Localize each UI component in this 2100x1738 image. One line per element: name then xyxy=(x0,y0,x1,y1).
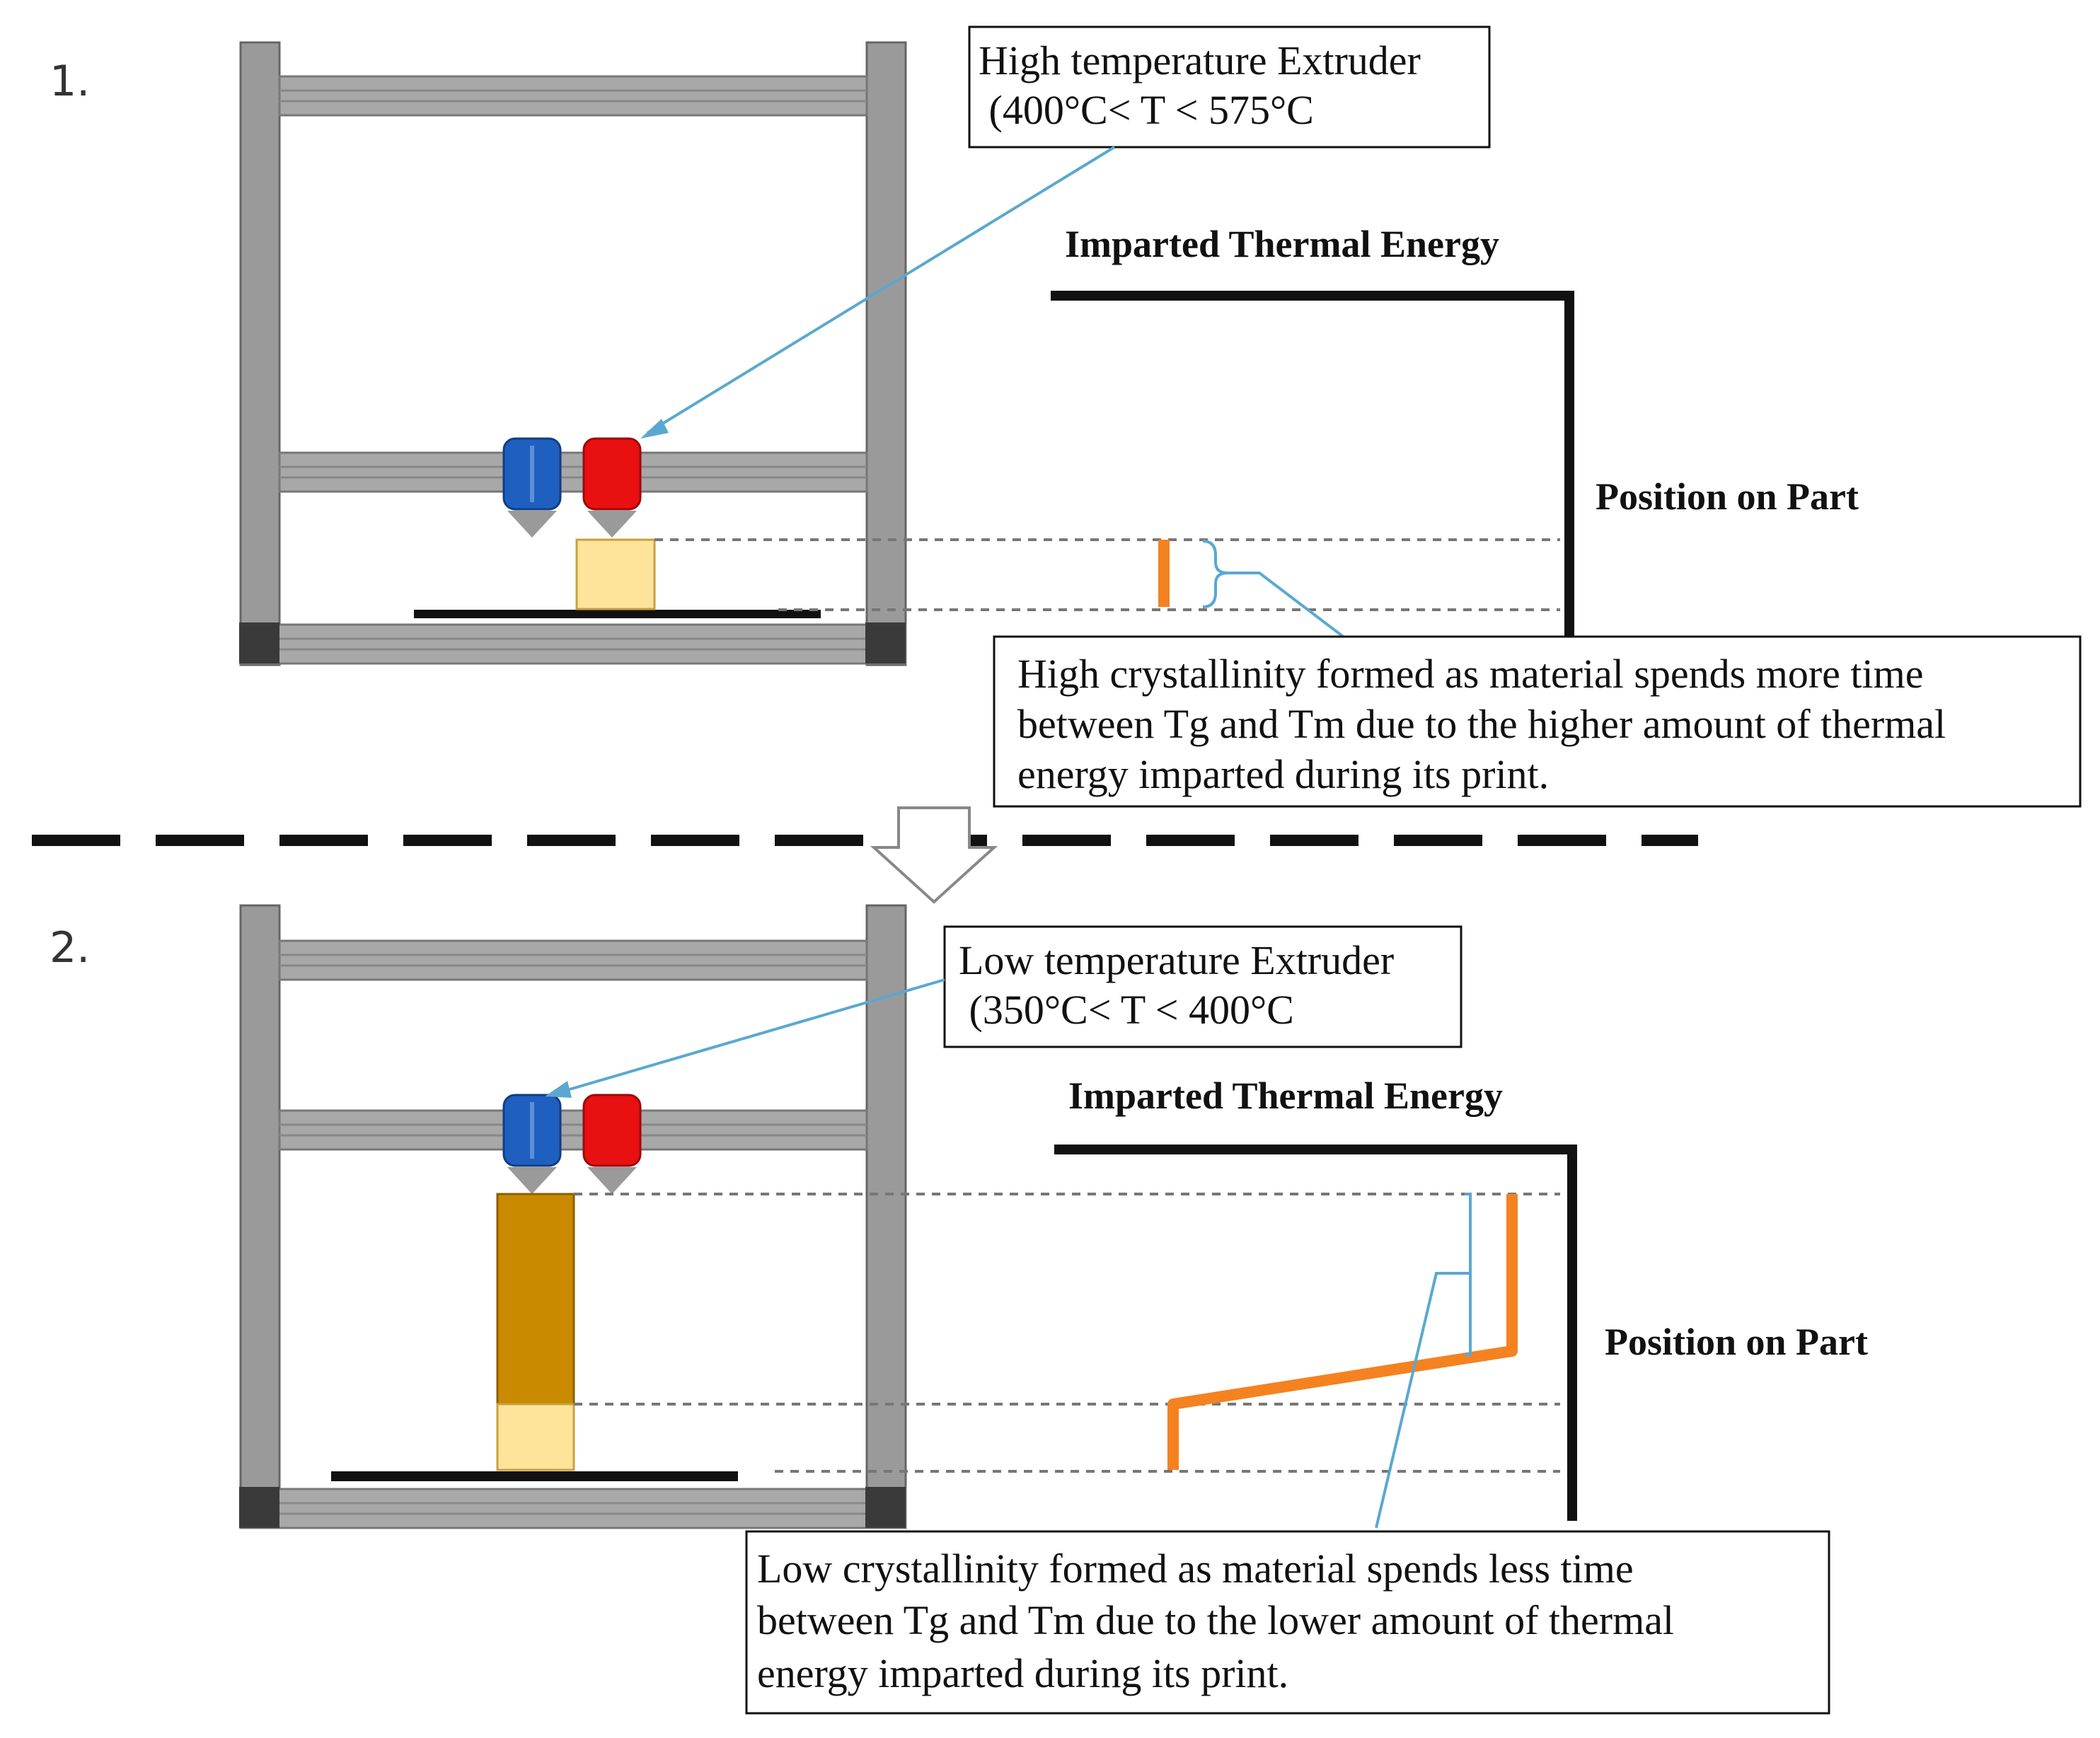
leader-arrow-2 xyxy=(557,978,945,1094)
frame-gantry-rail xyxy=(278,1109,868,1151)
printed-part-1 xyxy=(575,538,656,610)
extruder-red-2 xyxy=(582,1094,642,1194)
extruder-callout-2 xyxy=(943,925,1462,1048)
printed-part-2-bottom xyxy=(496,1403,575,1471)
crystallinity-note-2 xyxy=(745,1530,1830,1715)
note-2-line2: between Tg and Tm due to the lower amoun… xyxy=(757,1597,1674,1643)
note-1-line2: between Tg and Tm due to the higher amou… xyxy=(1017,701,1946,747)
step-2: 2. xyxy=(50,904,1868,1715)
step-2-number: 2. xyxy=(50,923,90,973)
frame-base-rail xyxy=(239,623,907,665)
extruder-callout-2-line2: (350°C< T < 400°C xyxy=(959,987,1294,1033)
axis-x-label-1: Imparted Thermal Energy xyxy=(1065,223,1499,265)
brace-1 xyxy=(1202,540,1228,608)
extruder-callout-1 xyxy=(968,25,1491,149)
note-2-line1: Low crystallinity formed as material spe… xyxy=(757,1546,1634,1592)
step-1-number: 1. xyxy=(50,57,90,106)
build-plate-1 xyxy=(414,610,821,618)
frame-corner-right xyxy=(865,1487,906,1528)
frame-base-rail xyxy=(239,1488,907,1529)
leader-arrow-1 xyxy=(646,146,1116,434)
note-leader-2 xyxy=(1375,1272,1470,1529)
step-1: 1. xyxy=(50,25,2082,808)
note-leader-1 xyxy=(1228,572,1349,642)
frame-corner-left xyxy=(239,622,279,664)
frame-corner-left xyxy=(239,1487,279,1528)
leader-arrow-1-head xyxy=(640,419,669,439)
frame-top-rail xyxy=(278,939,868,981)
frame-post-right xyxy=(865,904,907,1529)
axes-1 xyxy=(1051,291,1574,637)
note-2-line3: energy imparted during its print. xyxy=(757,1650,1288,1696)
frame-post-right xyxy=(865,41,907,666)
extruder-red-1 xyxy=(582,437,642,538)
frame-post-left xyxy=(239,904,281,1529)
axis-y-label-1: Position on Part xyxy=(1596,475,1859,518)
axes-2 xyxy=(1054,1145,1577,1521)
axis-x-label-2: Imparted Thermal Energy xyxy=(1068,1074,1503,1117)
energy-profile-2 xyxy=(1167,1194,1518,1470)
note-1-line3: energy imparted during its print. xyxy=(1017,751,1549,797)
leader-arrow-2-head xyxy=(545,1081,572,1098)
extruder-blue-1 xyxy=(502,437,562,538)
axis-y-label-2: Position on Part xyxy=(1605,1321,1868,1363)
frame-corner-right xyxy=(865,622,906,664)
extruder-blue-2 xyxy=(502,1094,562,1194)
build-plate-2 xyxy=(331,1471,738,1481)
crystallinity-note-1 xyxy=(993,635,2082,808)
extruder-callout-2-line1: Low temperature Extruder xyxy=(959,937,1394,983)
frame-post-left xyxy=(239,41,281,666)
extruder-callout-1-line2: (400°C< T < 575°C xyxy=(979,87,1314,133)
extruder-callout-1-line1: High temperature Extruder xyxy=(979,37,1421,83)
down-arrow-icon xyxy=(870,806,998,904)
printer-frame-2 xyxy=(239,904,907,1529)
note-1-line1: High crystallinity formed as material sp… xyxy=(1017,651,1924,697)
frame-top-rail xyxy=(278,75,868,117)
printed-part-2-top xyxy=(496,1193,575,1406)
printer-frame-1 xyxy=(239,41,907,666)
frame-gantry-rail xyxy=(278,451,868,493)
